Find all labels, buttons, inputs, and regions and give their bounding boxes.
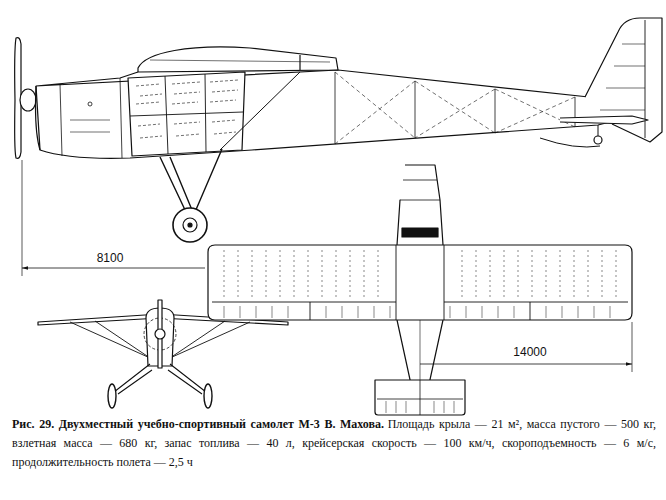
dimension-label: 8100 (95, 251, 126, 265)
front-view-landing-gear (108, 364, 212, 408)
side-view-cockpit-glazing-part (130, 112, 243, 116)
top-view-wing-part (208, 245, 632, 320)
side-view-fuselage-part (120, 78, 122, 158)
side-view-bracing-part (335, 72, 575, 144)
side-view-bracing-part (220, 72, 300, 150)
dimension-label-holder: 8100 (95, 251, 126, 265)
dimension-label: 14000 (511, 345, 548, 359)
front-view-fuselage-part (155, 329, 165, 339)
side-view-tail (540, 18, 662, 147)
side-view-fuselage-part (70, 120, 110, 132)
side-view-landing-gear-part (173, 208, 207, 242)
side-view-wing-part (150, 60, 330, 62)
side-view-landing-gear-part (188, 223, 192, 227)
dimension-line-length (22, 160, 205, 276)
side-view-wing (138, 47, 338, 72)
top-view-tail-part (375, 380, 465, 415)
top-view-tail-part (386, 401, 454, 413)
top-view-wing (208, 245, 632, 320)
dimension-line-span (420, 322, 632, 372)
side-view-landing-gear-part (183, 218, 197, 232)
side-view-tail-part (560, 116, 648, 124)
side-view-wing-part (299, 55, 300, 70)
side-view-fuselage-part (36, 70, 611, 158)
dimension-line-length-part (22, 268, 205, 269)
side-view-fuselage-part (36, 86, 40, 150)
side-view-propeller-part (20, 89, 36, 111)
dimension-line-length-part (22, 160, 23, 276)
side-view-tail-part (540, 138, 600, 147)
side-view-landing-gear (160, 149, 222, 242)
side-view-fuselage (36, 70, 611, 158)
side-view-fuselage-part (60, 84, 62, 156)
top-view-tail-part (377, 380, 463, 415)
front-view-landing-gear-part (114, 364, 206, 394)
dimension-label-holder: 14000 (511, 345, 548, 359)
dimension-line-span-part (420, 364, 632, 365)
side-view-landing-gear-part (160, 149, 222, 212)
side-view-tail-part (594, 136, 602, 144)
top-view-fuselage-part (402, 228, 438, 237)
front-view-landing-gear-part (108, 384, 116, 408)
top-view-fuselage-part (400, 180, 440, 200)
side-view-fuselage-part (88, 102, 92, 106)
side-view-bracing-part (335, 72, 575, 144)
figure-title: Рис. 29. Двухместный учебно-спортивный с… (12, 417, 384, 431)
side-view-tail-part (598, 125, 599, 136)
dimension-line-span-part (632, 322, 633, 372)
top-view-tail (375, 380, 465, 415)
side-view-tail-part (600, 44, 645, 110)
top-view-wing-part (224, 250, 616, 298)
front-view-landing-gear-part (204, 384, 212, 408)
side-view-cockpit-glazing-part (136, 80, 238, 138)
figure-caption: Рис. 29. Двухместный учебно-спортивный с… (12, 415, 656, 472)
side-view-propeller (15, 38, 36, 159)
side-view-wing-part (138, 47, 338, 72)
top-view-wing-part (212, 245, 628, 320)
front-view-fuselage (144, 300, 176, 368)
side-view-bracing (220, 72, 575, 150)
top-view-wing-part (224, 306, 610, 318)
